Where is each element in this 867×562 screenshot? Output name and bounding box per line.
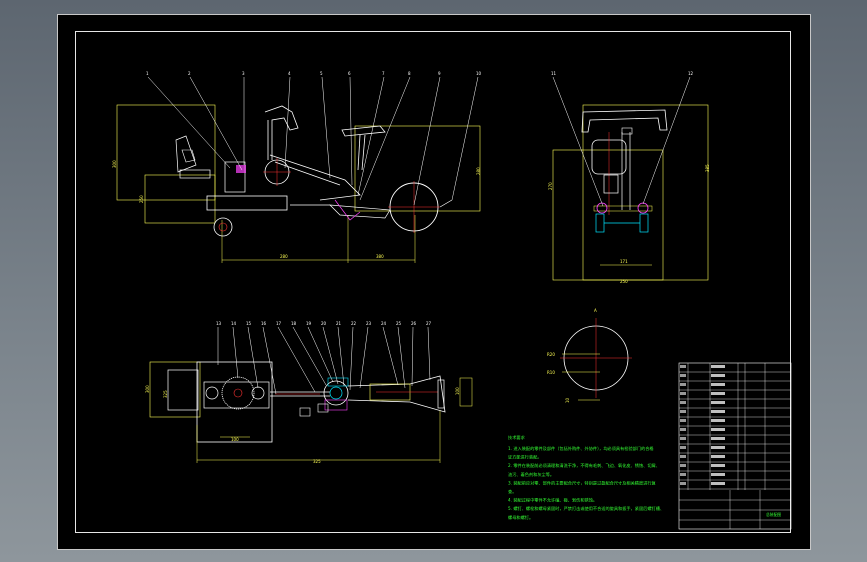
side-view-balloon: 5 <box>320 71 331 179</box>
tech-note-line: 5. 螺钉、螺栓和螺母紧固时，严禁打击或使用不合适的旋具和扳手，紧固后螺钉槽、 <box>508 505 664 512</box>
side-dimension: 250 <box>139 195 144 203</box>
plan-view-balloon: 23 <box>359 321 372 389</box>
side-view-balloon-label: 4 <box>288 71 291 76</box>
side-view-balloon-label: 1 <box>146 71 149 76</box>
front-dimension: 270 <box>548 182 553 190</box>
plan-dimension: 100 <box>231 437 239 442</box>
plan-view-balloon-label: 21 <box>336 321 342 326</box>
plan-view-balloon-label: 15 <box>246 321 252 326</box>
side-view-balloon: 7 <box>357 71 385 196</box>
plan-view-balloon: 13 <box>216 321 222 365</box>
plan-view-balloon: 21 <box>336 321 345 387</box>
side-view-balloon: 1 <box>146 71 231 169</box>
plan-dimension: 300 <box>145 385 150 393</box>
detail-label: A <box>594 308 597 313</box>
side-view-balloon: 2 <box>188 71 243 171</box>
detail-view-a <box>560 318 632 401</box>
front-dimension: 250 <box>620 279 628 284</box>
tech-note-line: 查。 <box>508 488 516 495</box>
side-dimension: 280 <box>476 167 481 175</box>
side-dimension: 280 <box>280 254 288 259</box>
side-view-balloon: 6 <box>348 71 353 186</box>
plan-view-balloon: 27 <box>426 321 432 381</box>
side-view <box>116 104 481 263</box>
plan-view-balloon: 25 <box>396 321 406 389</box>
drawing-sheet <box>57 14 811 550</box>
plan-view-balloon-label: 27 <box>426 321 432 326</box>
plan-view-balloon-label: 18 <box>291 321 297 326</box>
plan-dimension: 325 <box>163 390 168 398</box>
front-view <box>552 104 709 281</box>
detail-dimension: R10 <box>547 370 555 375</box>
plan-dimension: 100 <box>455 387 460 395</box>
front-view-balloon: 12 <box>642 71 694 205</box>
tech-note-line: 4. 装配过程中零件不允许磕、碰、划伤和锈蚀。 <box>508 497 597 504</box>
plan-view-balloon: 22 <box>349 321 357 391</box>
side-view-balloon: 9 <box>413 71 441 206</box>
plan-view-balloon: 20 <box>321 321 339 385</box>
side-view-balloon-label: 8 <box>408 71 411 76</box>
tech-note-line: 2. 零件在装配前必须清理和清洗干净，不得有毛刺、飞边、氧化皮、锈蚀、切屑、 <box>508 462 660 469</box>
tech-note-line: 证方能进行装配。 <box>508 454 542 461</box>
plan-view-balloon-label: 26 <box>411 321 417 326</box>
plan-view-balloon: 18 <box>291 321 327 386</box>
side-dimension: 380 <box>376 254 384 259</box>
plan-view-balloon-label: 22 <box>351 321 357 326</box>
tech-note-line: 1. 进入装配的零件及部件（包括外购件、外协件），均必须具有检验部门的合格 <box>508 445 654 452</box>
plan-view-balloon: 24 <box>381 321 399 386</box>
plan-view-balloon-label: 13 <box>216 321 222 326</box>
detail-dimension: 10 <box>565 397 570 403</box>
side-view-balloon-label: 10 <box>476 71 482 76</box>
drawing-border <box>75 31 791 533</box>
side-view-balloon-label: 9 <box>438 71 441 76</box>
tech-note-line: 螺母和螺钉。 <box>508 514 533 521</box>
side-dimension: 300 <box>112 160 117 168</box>
front-view-balloon-label: 11 <box>551 71 557 76</box>
side-view-balloon-label: 2 <box>188 71 191 76</box>
plan-view-balloon-label: 25 <box>396 321 402 326</box>
plan-view-balloon-label: 19 <box>306 321 312 326</box>
plan-view-balloon-label: 20 <box>321 321 327 326</box>
tech-note-line: 油污、着色剂和灰尘等。 <box>508 471 554 478</box>
side-view-balloon-label: 5 <box>320 71 323 76</box>
plan-view-balloon: 15 <box>246 321 259 389</box>
front-view-balloon-label: 12 <box>688 71 694 76</box>
plan-view-balloon-label: 16 <box>261 321 267 326</box>
tech-notes-title: 技术要求 <box>508 434 526 441</box>
plan-view-balloon: 16 <box>261 321 277 395</box>
detail-dimension: R20 <box>547 352 555 357</box>
technical-notes: 技术要求 1. 进入装配的零件及部件（包括外购件、外协件），均必须具有检验部门的… <box>508 434 664 521</box>
side-view-balloon: 3 <box>242 71 245 165</box>
side-view-balloon: 10 <box>451 71 482 201</box>
plan-view-balloon: 26 <box>411 321 417 387</box>
plan-dimension: 325 <box>313 459 321 464</box>
plan-view-balloon-label: 24 <box>381 321 387 326</box>
plan-view-balloon-label: 17 <box>276 321 282 326</box>
plan-view-balloon: 19 <box>306 321 334 383</box>
front-dimension: 171 <box>620 259 628 264</box>
side-view-balloon-label: 7 <box>382 71 385 76</box>
plan-view-balloon-label: 14 <box>231 321 237 326</box>
front-dimension: 385 <box>705 164 710 172</box>
side-view-balloon: 4 <box>284 71 291 169</box>
tech-note-line: 3. 装配前应对零、部件的主要配合尺寸，特别是过盈配合尺寸及相关精度进行复 <box>508 479 657 486</box>
plan-view-balloon: 17 <box>276 321 316 393</box>
plan-view <box>149 361 473 463</box>
side-view-balloon-label: 3 <box>242 71 245 76</box>
plan-view-balloon-label: 23 <box>366 321 372 326</box>
side-view-balloon-label: 6 <box>348 71 351 76</box>
plan-view-balloon: 14 <box>231 321 239 379</box>
title-block: 总装配图 <box>678 362 792 530</box>
drawing-title: 总装配图 <box>766 512 781 517</box>
side-view-balloon: 8 <box>359 71 411 201</box>
front-view-balloon: 11 <box>551 71 604 207</box>
